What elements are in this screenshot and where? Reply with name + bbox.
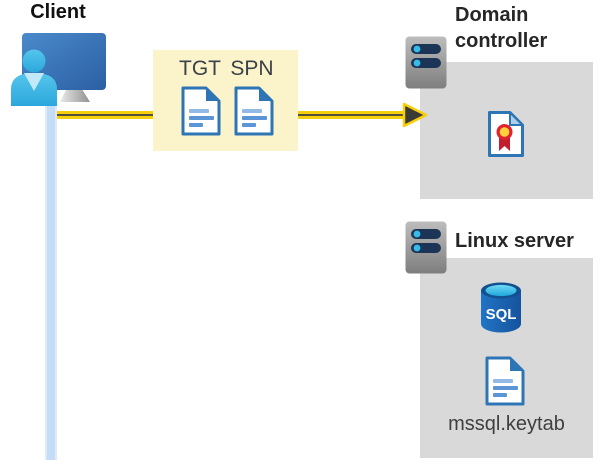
domain-controller-server-icon <box>405 36 447 89</box>
client-lifeline <box>45 94 57 460</box>
client-title: Client <box>30 1 86 23</box>
person-icon <box>11 49 57 106</box>
domain-controller-title: Domain controller <box>455 4 548 52</box>
linux-server-panel: SQL mssql.keytab <box>420 258 593 458</box>
sql-icon-label: SQL <box>486 306 517 323</box>
ticket-box: TGT SPN <box>153 50 298 151</box>
keytab-filename: mssql.keytab <box>448 413 565 435</box>
linux-server-title: Linux server <box>455 230 574 252</box>
linux-server-icon <box>405 221 447 274</box>
tgt-document-icon <box>181 86 221 136</box>
domain-controller-panel <box>420 62 593 199</box>
keytab-document-icon <box>485 356 525 406</box>
tgt-label: TGT <box>179 57 221 80</box>
client-icon <box>11 33 106 106</box>
spn-label: SPN <box>230 57 274 80</box>
sql-database-icon: SQL <box>481 282 521 333</box>
spn-document-icon <box>234 86 274 136</box>
arrowhead-icon <box>402 102 428 128</box>
certificate-icon <box>488 111 524 157</box>
